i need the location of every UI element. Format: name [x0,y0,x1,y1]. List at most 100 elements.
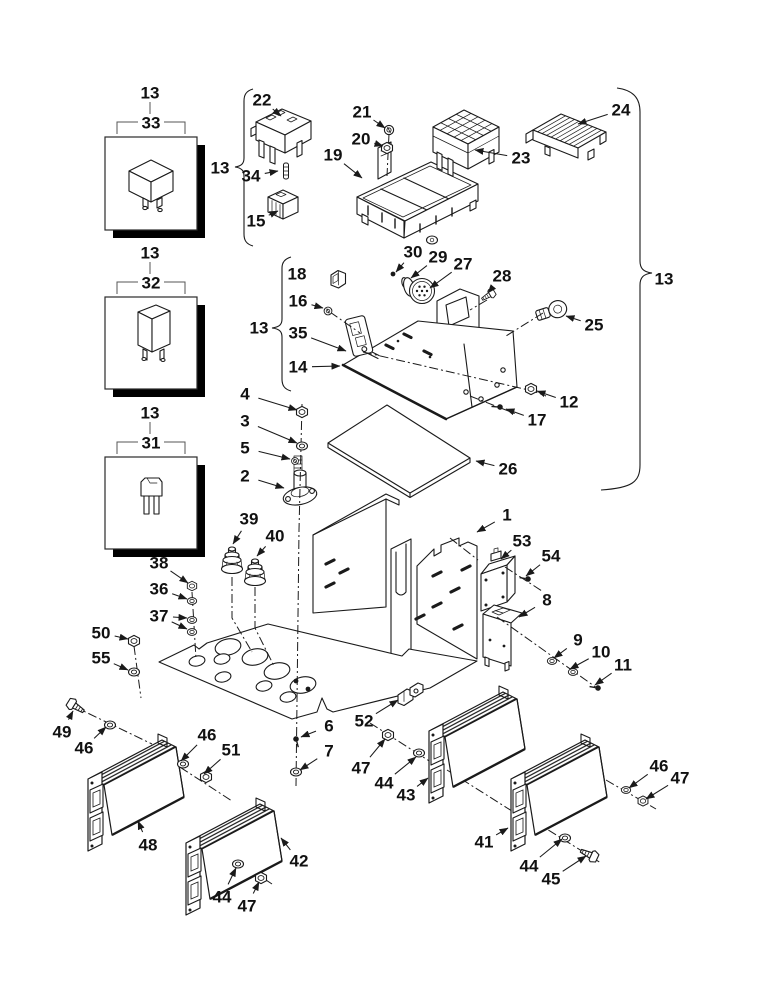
callout-label-4: 4 [240,385,250,404]
callout-2: 2 [240,467,285,489]
hardware-washer-23 [231,859,245,869]
relay-cube-glyph [128,159,174,213]
leader-41 [495,827,509,836]
hardware-washer-17 [567,668,579,676]
callout-50: 50 [92,624,129,643]
callout-label-42: 42 [290,852,309,871]
callout-17: 17 [505,408,546,430]
callout-label-16: 16 [289,292,308,311]
leader-28 [487,284,497,294]
leader-51 [203,758,221,775]
callout-23: 23 [474,148,530,168]
leader-3 [257,425,298,444]
round-connector-27 [401,277,436,305]
leader-52 [375,699,399,715]
leader-55 [113,663,129,671]
callout-44m: 44 [375,756,417,793]
callout-42: 42 [280,837,309,871]
leader-36 [172,592,188,600]
leader-44b [227,867,237,885]
brace-main-label: 13 [655,270,674,289]
callout-label-46a: 46 [75,739,94,758]
grommet-39 [220,546,244,575]
callout-label-45: 45 [542,870,561,889]
leader-6 [300,730,317,738]
callout-55: 55 [92,649,129,671]
callout-10: 10 [569,643,610,670]
callout-18: 18 [288,265,307,284]
leader-50 [114,633,129,641]
hardware-screwhead-2 [323,306,333,316]
axis-43-41 [446,769,524,819]
leader-39 [232,530,242,545]
box-31-frame [104,456,198,550]
callout-label-49: 49 [53,723,72,742]
leader-21 [373,119,386,129]
hardware-nut-24 [254,871,268,885]
callout-6: 6 [300,717,334,738]
callout-label-41: 41 [475,833,494,852]
callout-11: 11 [594,656,632,686]
axis-screw-21 [386,133,390,177]
callout-37: 37 [150,607,188,630]
callout-label-11: 11 [614,656,632,675]
callout-label-37: 37 [150,607,169,626]
leader-54 [525,564,541,577]
leader-38 [170,570,189,584]
hardware-washer-14 [127,667,141,677]
axis-16-35 [329,311,361,334]
hardware-washer-12 [186,628,198,636]
hardware-pin-33 [283,162,289,180]
leader-48 [137,820,145,833]
callout-22: 22 [253,91,282,117]
hardware-washer-11 [186,616,198,624]
leader-14 [311,362,341,370]
leader-26 [475,459,495,467]
callout-label-8: 8 [542,591,551,610]
callout-35: 35 [289,324,347,352]
callout-52: 52 [355,699,399,731]
callout-44r: 44 [520,838,563,876]
leader-7 [299,758,318,771]
callout-label-29: 29 [429,248,448,267]
axis-dot-0 [293,678,299,684]
leader-25 [565,315,581,322]
box-32-ref-label: 13 [141,244,160,263]
diagram-artwork [128,108,607,720]
callout-label-55: 55 [92,649,111,668]
callout-5: 5 [240,439,291,461]
leader-35 [310,337,347,352]
leader-44r [539,838,563,858]
leader-23 [474,148,508,157]
hardware-nut-9 [186,580,198,592]
axis-39 [231,577,253,653]
callout-34: 34 [242,167,279,186]
callout-label-39: 39 [240,510,259,529]
hardware-washer-28 [412,748,426,758]
leader-11 [594,672,612,686]
callout-1: 1 [476,506,512,533]
callout-label-14: 14 [289,358,308,377]
axis-8-9-10-11 [496,616,598,689]
hardware-screwhead-8 [291,457,299,465]
hardware-nut-22 [199,770,213,784]
callout-label-43: 43 [397,786,416,805]
callout-14: 14 [289,358,341,377]
leader-10 [569,658,589,670]
callout-49: 49 [53,710,74,742]
callout-26: 26 [475,459,517,479]
leader-47r [645,784,669,800]
callout-label-54: 54 [542,547,561,566]
callout-label-21: 21 [353,103,372,122]
axis-47-44-mid [369,722,435,765]
leader-40 [256,546,267,557]
leader-46r [628,773,649,789]
hardware-nut-27 [381,728,395,742]
leader-34 [264,169,279,176]
callout-51: 51 [203,741,240,775]
callout-label-52: 52 [355,712,374,731]
callout-label-47r: 47 [671,769,690,788]
